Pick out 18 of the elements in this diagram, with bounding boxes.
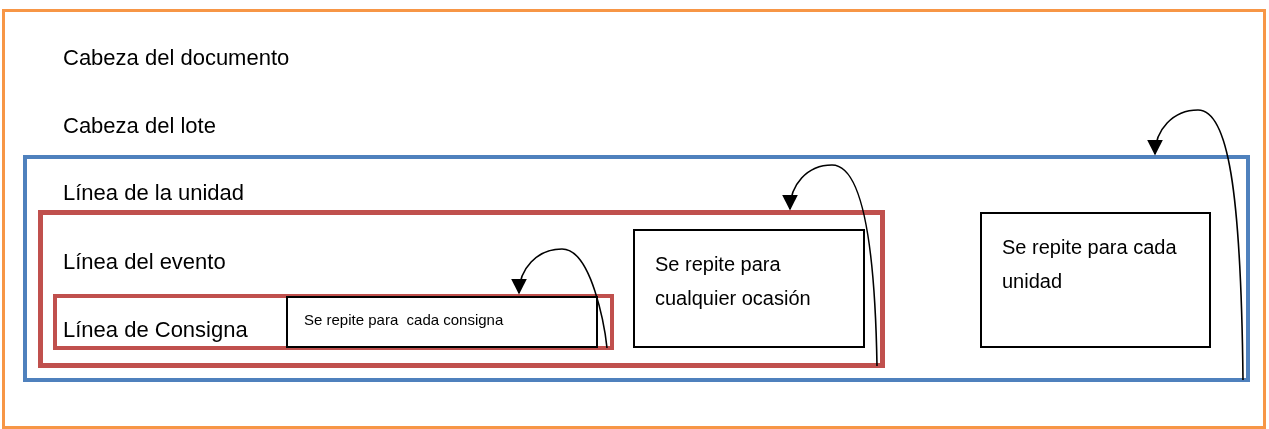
repeat-frame (38, 210, 885, 368)
note-box (286, 296, 598, 348)
note-text: Se repite para cada unidad (1001, 235, 1178, 294)
curved-arrow (511, 248, 608, 349)
section-heading: Cabeza del documento (63, 44, 290, 72)
section-heading: Cabeza del lote (63, 112, 216, 140)
curved-arrow (1147, 109, 1244, 381)
note-box (980, 212, 1211, 348)
section-heading: Línea de Consigna (63, 316, 248, 344)
section-heading: Línea del evento (63, 248, 226, 276)
document-frame (2, 9, 1266, 429)
curved-arrow (782, 164, 878, 367)
repeat-frame (53, 294, 614, 350)
unit-frame (23, 155, 1250, 382)
section-heading: Línea de la unidad (63, 179, 245, 207)
note-box (633, 229, 865, 348)
note-text: Se repite para cualquier ocasión (654, 252, 812, 311)
note-text: Se repite para cada consigna (303, 310, 505, 330)
